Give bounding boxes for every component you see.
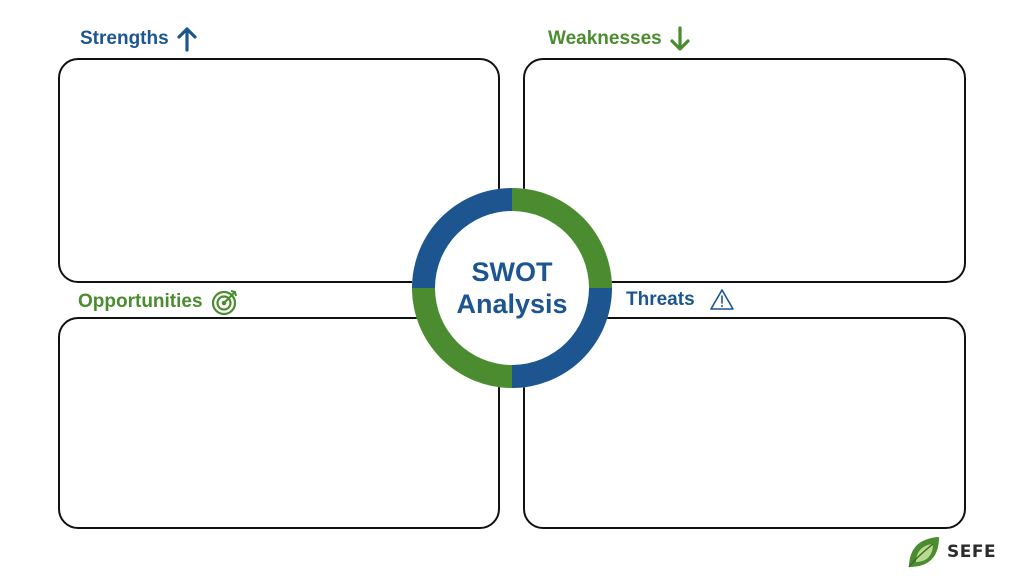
opportunities-label: Opportunities	[78, 291, 203, 312]
arrow-down-icon	[670, 26, 690, 52]
opportunities-title: Opportunities	[78, 288, 239, 316]
sefe-logo-text: SEFE	[947, 542, 997, 562]
ring-segment-top-left	[412, 188, 512, 288]
weaknesses-title: Weaknesses	[548, 26, 690, 52]
target-icon	[211, 288, 239, 316]
strengths-label: Strengths	[80, 28, 169, 49]
warning-icon	[709, 288, 735, 312]
strengths-title: Strengths	[80, 26, 197, 52]
weaknesses-label: Weaknesses	[548, 28, 662, 49]
swot-center-label: SWOT Analysis	[411, 187, 613, 389]
ring-segment-bottom-left	[412, 288, 512, 388]
center-line-1: SWOT	[471, 257, 553, 287]
center-line-2: Analysis	[456, 289, 568, 319]
sefe-leaf-logo-icon	[907, 535, 941, 569]
ring-segment-bottom-right	[512, 288, 612, 388]
arrow-up-icon	[177, 26, 197, 52]
threats-label: Threats	[626, 289, 695, 310]
swot-center-ring	[412, 188, 612, 388]
opportunities-box[interactable]	[58, 317, 500, 529]
threats-box[interactable]	[523, 317, 966, 529]
threats-title: Threats	[626, 288, 735, 312]
sefe-logo: SEFE	[907, 535, 996, 569]
ring-segment-top-right	[512, 188, 612, 288]
